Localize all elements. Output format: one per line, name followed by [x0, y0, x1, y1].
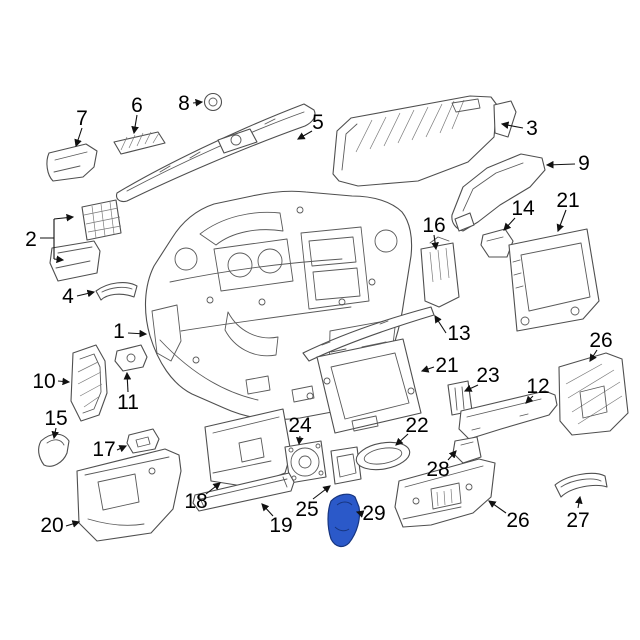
part-21-display-right [508, 228, 600, 332]
part-2-speaker-grille [81, 199, 122, 241]
callout-4-label: 4 [62, 285, 74, 308]
callout-12-leader [525, 395, 534, 404]
callout-13-label: 13 [447, 322, 470, 345]
part-6-grille [113, 131, 166, 155]
part-12-lower-trim [458, 390, 558, 440]
callout-21a-leader [556, 209, 567, 233]
callout-4-leader [76, 289, 96, 298]
callout-3-leader [500, 121, 524, 130]
part-20-lower-left-panel [76, 448, 182, 542]
callout-8-leader [192, 98, 204, 107]
callout-1-label: 1 [113, 320, 125, 343]
callout-23-leader [463, 384, 479, 392]
callout-18-label: 18 [184, 490, 207, 513]
callout-15-label: 15 [44, 407, 67, 430]
part-17-clip [126, 428, 160, 454]
callout-28-leader [447, 450, 457, 461]
part-3-top-panel [332, 95, 517, 187]
callout-16-label: 16 [422, 214, 445, 237]
callout-2-bracket [40, 219, 55, 259]
callout-7-label: 7 [76, 107, 88, 130]
callout-2-label: 2 [25, 228, 37, 251]
callout-24-leader [295, 435, 304, 446]
callout-22-leader [395, 433, 409, 446]
callout-12-label: 12 [526, 375, 549, 398]
callout-20-leader [65, 520, 81, 528]
callout-3-label: 3 [526, 117, 538, 140]
callout-labels: 7 6 8 5 3 9 2 14 21 16 4 1 13 10 11 21 2… [25, 92, 613, 537]
callout-29-leader [355, 510, 365, 518]
part-14-cap [480, 228, 514, 258]
callout-11-leader [123, 371, 132, 393]
callout-27-leader [575, 495, 583, 509]
part-25-pad [330, 446, 362, 485]
callout-17-label: 17 [92, 438, 115, 461]
part-9-bracket [451, 153, 546, 232]
part-2-bin [49, 240, 101, 282]
part-19-strip [192, 472, 295, 512]
callout-16-leader [431, 234, 439, 251]
part-26-lower-right-panel [394, 458, 496, 528]
leader-lines [40, 98, 598, 528]
callout-26b-label: 26 [506, 509, 529, 532]
part-15-bracket [38, 433, 70, 467]
callout-9-label: 9 [578, 152, 590, 175]
callout-8-label: 8 [178, 92, 190, 115]
callout-6-label: 6 [131, 94, 143, 117]
callout-24-label: 24 [288, 414, 312, 437]
part-29-highlighted-bracket [327, 493, 361, 548]
callout-2-leader-top [53, 213, 75, 222]
part-13-strip [302, 306, 435, 362]
part-7-trim [46, 143, 98, 182]
callout-21b-label: 21 [435, 354, 458, 377]
callout-20-label: 20 [40, 514, 63, 537]
callout-10-leader [57, 377, 71, 386]
part-10-vent-trim [70, 344, 108, 422]
part-21-center-bezel [316, 338, 422, 434]
callout-9-leader [545, 160, 576, 169]
callout-23-label: 23 [476, 364, 499, 387]
callout-13-leader [434, 315, 447, 334]
callout-7-leader [74, 127, 83, 148]
callout-28-label: 28 [426, 458, 449, 481]
part-26-right-panel [558, 352, 629, 436]
callout-5-leader [296, 130, 313, 140]
callout-25-leader [312, 485, 331, 500]
callout-18-leader [205, 482, 221, 495]
part-16-speaker-box [420, 236, 460, 308]
callout-29-label: 29 [362, 502, 385, 525]
callout-19-leader [261, 503, 274, 517]
callout-2-leader-bottom [53, 255, 65, 264]
callout-10-label: 10 [32, 370, 55, 393]
part-18-knee-panel [204, 408, 292, 488]
callout-15-leader [51, 427, 60, 440]
callout-1-leader [127, 329, 148, 338]
callout-27-label: 27 [566, 509, 589, 532]
part-5-cowl-strip [116, 103, 316, 203]
part-8-grommet [203, 92, 223, 112]
parts-layer [38, 92, 629, 548]
callout-22-label: 22 [405, 414, 428, 437]
part-27-trim [554, 472, 608, 498]
callout-26a-leader [589, 349, 598, 362]
callout-21b-leader [420, 365, 435, 373]
callout-19-label: 19 [269, 514, 292, 537]
part-11-clip [114, 344, 148, 372]
callout-6-leader [131, 114, 139, 135]
callout-21a-label: 21 [556, 189, 579, 212]
callout-26a-label: 26 [589, 329, 612, 352]
callout-26b-leader [488, 500, 507, 514]
part-4-trim [95, 282, 138, 301]
callout-25-label: 25 [295, 498, 318, 521]
callout-14-leader [503, 217, 516, 231]
part-22-oval-bezel [355, 441, 411, 471]
callout-11-label: 11 [117, 391, 139, 414]
callout-14-label: 14 [511, 197, 535, 220]
part-24-speaker-bracket [284, 440, 327, 484]
callout-5-label: 5 [312, 111, 324, 134]
callout-17-leader [116, 445, 128, 453]
